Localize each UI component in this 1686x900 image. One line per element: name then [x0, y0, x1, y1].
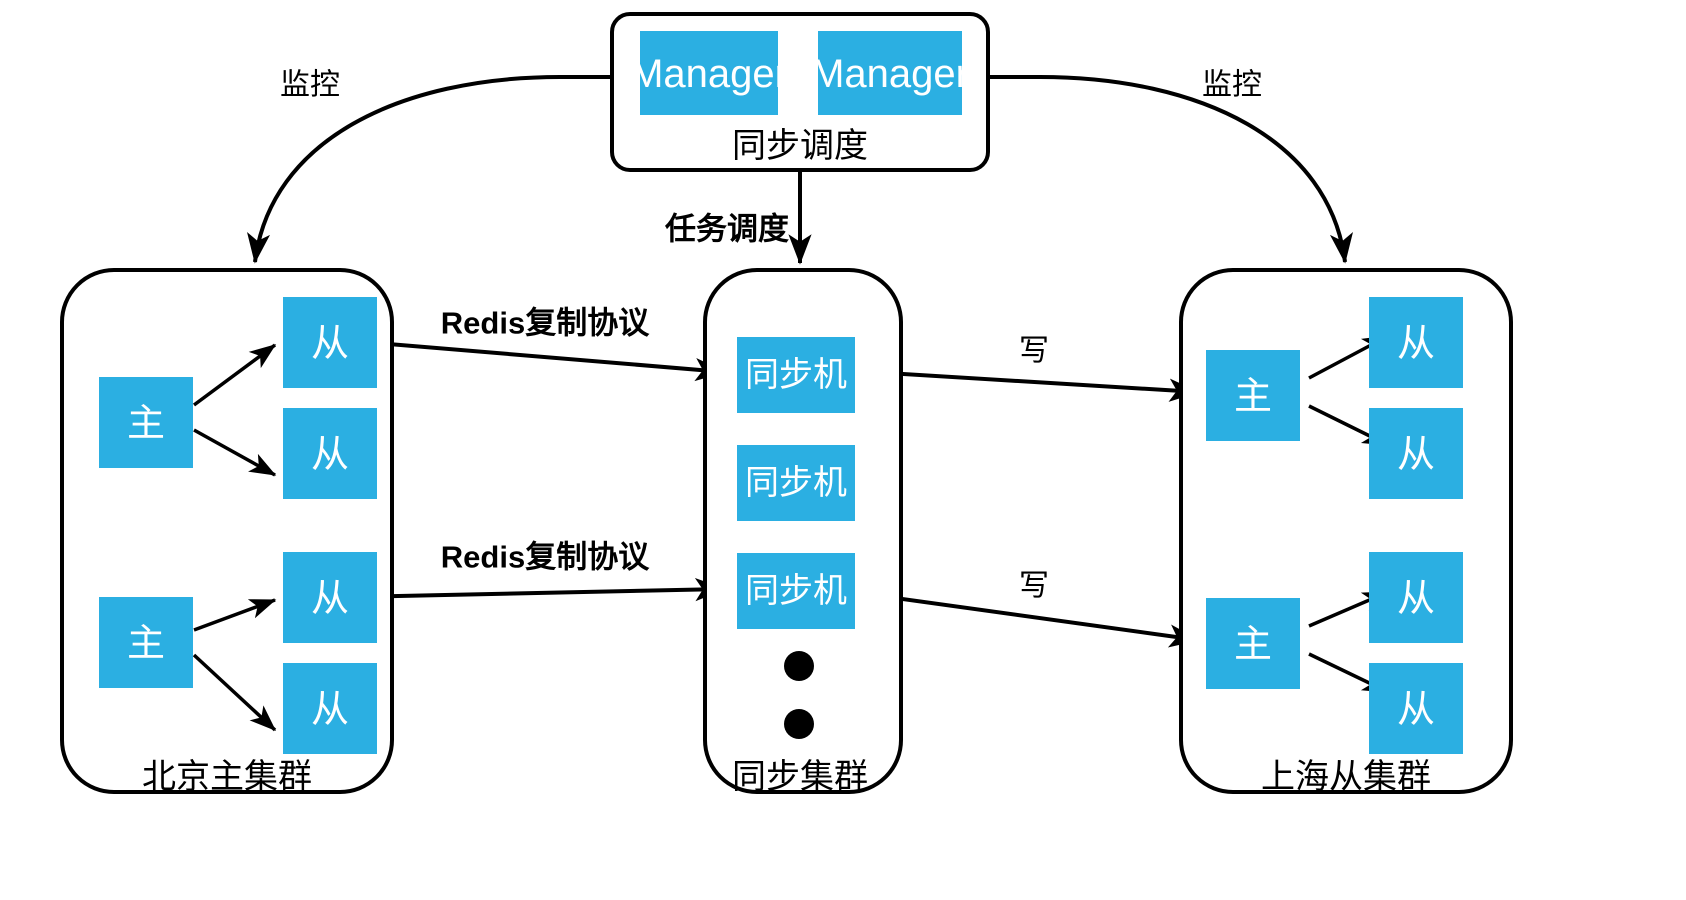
manager-node-1[interactable]	[640, 31, 778, 115]
sync-node-2[interactable]	[737, 445, 855, 521]
beijing-slave-4-label: 从	[311, 689, 349, 731]
beijing-master-2[interactable]	[99, 597, 193, 688]
scheduler-caption: 同步调度	[732, 127, 868, 165]
beijing-master-1[interactable]	[99, 377, 193, 468]
shanghai-slave-4-label: 从	[1397, 689, 1435, 731]
sync-ellipsis-dot-1	[784, 651, 814, 681]
edge-beijing-master2-slave1	[193, 598, 277, 632]
beijing-master-2-label: 主	[127, 623, 165, 665]
cluster-beijing-caption: 北京主集群	[142, 758, 312, 796]
edge-monitor-left	[247, 75, 612, 264]
edge-label-write-top: 写	[1019, 335, 1049, 368]
shanghai-master-1[interactable]	[1206, 350, 1300, 441]
beijing-master-1-label: 主	[127, 403, 165, 445]
sync-ellipsis-dot-2	[784, 709, 814, 739]
cluster-sync-caption: 同步集群	[732, 758, 868, 796]
shanghai-master-2[interactable]	[1206, 598, 1300, 689]
shanghai-slave-4[interactable]	[1369, 663, 1463, 754]
edge-label-task-schedule: 任务调度	[664, 212, 789, 247]
edge-label-monitor-right: 监控	[1202, 69, 1262, 102]
sync-node-3[interactable]	[737, 553, 855, 629]
cluster-shanghai[interactable]: 主 从 从 主 从 从 上海从集群	[1179, 268, 1513, 796]
sync-node-1-label: 同步机	[745, 356, 847, 394]
sync-node-1[interactable]	[737, 337, 855, 413]
sync-node-3-label: 同步机	[745, 572, 847, 610]
edge-replication-top	[376, 341, 726, 382]
shanghai-slave-3-label: 从	[1397, 578, 1435, 620]
edge-beijing-master1-slave2	[193, 428, 277, 477]
shanghai-slave-1[interactable]	[1369, 297, 1463, 388]
edge-label-write-bottom: 写	[1019, 570, 1049, 603]
edge-write-bottom	[851, 590, 1200, 648]
beijing-slave-3-label: 从	[311, 578, 349, 620]
beijing-slave-1[interactable]	[283, 297, 377, 388]
edge-label-monitor-left: 监控	[280, 69, 340, 102]
beijing-slave-2-label: 从	[311, 434, 349, 476]
beijing-slave-3[interactable]	[283, 552, 377, 643]
cluster-sync[interactable]: 同步机 同步机 同步机 同步集群	[703, 268, 903, 796]
beijing-slave-4[interactable]	[283, 663, 377, 754]
edge-beijing-master2-slave2	[192, 653, 277, 732]
edge-monitor-right	[988, 75, 1353, 264]
edge-write-top	[853, 369, 1200, 402]
beijing-slave-1-label: 从	[311, 323, 349, 365]
manager-node-2[interactable]	[818, 31, 962, 115]
edge-replication-bottom	[351, 578, 726, 602]
shanghai-slave-2[interactable]	[1369, 408, 1463, 499]
cluster-beijing[interactable]: 主 从 从 主 从 从 北京主集群	[60, 268, 394, 796]
manager-node-1-label: Manager	[630, 52, 788, 96]
sync-node-2-label: 同步机	[745, 464, 847, 502]
edge-label-replication-bottom: Redis复制协议	[441, 540, 650, 575]
cluster-shanghai-caption: 上海从集群	[1261, 758, 1431, 796]
shanghai-master-2-label: 主	[1234, 624, 1272, 666]
scheduler-box[interactable]: Manager Manager 同步调度	[610, 12, 990, 172]
shanghai-slave-3[interactable]	[1369, 552, 1463, 643]
shanghai-slave-1-label: 从	[1397, 323, 1435, 365]
shanghai-slave-2-label: 从	[1397, 434, 1435, 476]
manager-node-2-label: Manager	[811, 52, 969, 96]
edge-label-replication-top: Redis复制协议	[441, 306, 650, 341]
beijing-slave-2[interactable]	[283, 408, 377, 499]
edge-beijing-master1-slave1	[192, 343, 277, 407]
shanghai-master-1-label: 主	[1234, 376, 1272, 418]
